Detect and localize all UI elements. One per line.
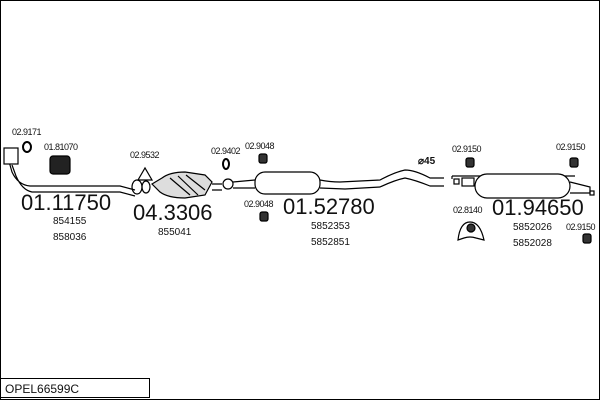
center-silencer-body [254,171,321,195]
rubber-hanger [258,153,268,164]
catalyst-ribs [169,174,206,196]
accessory-label: 02.9150 [452,144,482,154]
connecting-pipe [232,179,256,189]
catalyst-body [151,171,213,199]
ring-gasket [222,158,230,170]
catalyst-outlet [212,183,222,191]
oem-number: 855041 [158,227,192,238]
accessory-label: 02.8140 [453,205,483,215]
accessory-label: 02.9532 [130,150,160,160]
oem-number: 854155 [53,216,87,227]
pipe-end [453,178,460,185]
pipe-clamp [49,155,71,175]
rubber-hanger [569,157,579,168]
rubber-hanger [465,157,475,168]
accessory-label: 02.9150 [566,222,596,232]
accessory-label: 02.9048 [245,141,275,151]
triangle-gasket [136,166,154,181]
part-number-rear-silencer: 01.94650 [492,195,584,220]
intermediate-pipe [319,169,444,190]
flange [141,180,151,194]
rubber-hanger [259,211,269,222]
accessory-label: 02.9150 [556,142,586,152]
accessory-label: 01.81070 [44,142,78,152]
mount-bracket-rubber [466,223,476,233]
front-pipe [7,157,136,197]
diagram-code: OPEL66599C [0,378,150,398]
diameter-label: ⌀45 [418,156,436,167]
accessory-label: 02.9402 [211,146,241,156]
oem-number: 858036 [53,232,87,243]
flange [131,179,143,195]
tailpipe [569,181,591,194]
rear-silencer-body [474,173,571,199]
rubber-hanger [582,233,592,244]
accessory-label: 02.9171 [12,127,42,137]
ring-gasket [22,141,32,153]
tailpipe-end [589,190,595,196]
rear-connector [461,177,475,187]
oem-number: 5852851 [311,237,350,248]
flange [222,178,234,190]
part-number-center-silencer: 01.52780 [283,194,375,219]
accessory-label: 02.9048 [244,199,274,209]
oem-number: 5852026 [513,222,552,233]
oem-number: 5852353 [311,221,350,232]
part-number-catalyst: 04.3306 [133,200,213,225]
front-flange [3,147,19,165]
part-number-front-pipe: 01.11750 [21,190,112,215]
oem-number: 5852028 [513,238,552,249]
